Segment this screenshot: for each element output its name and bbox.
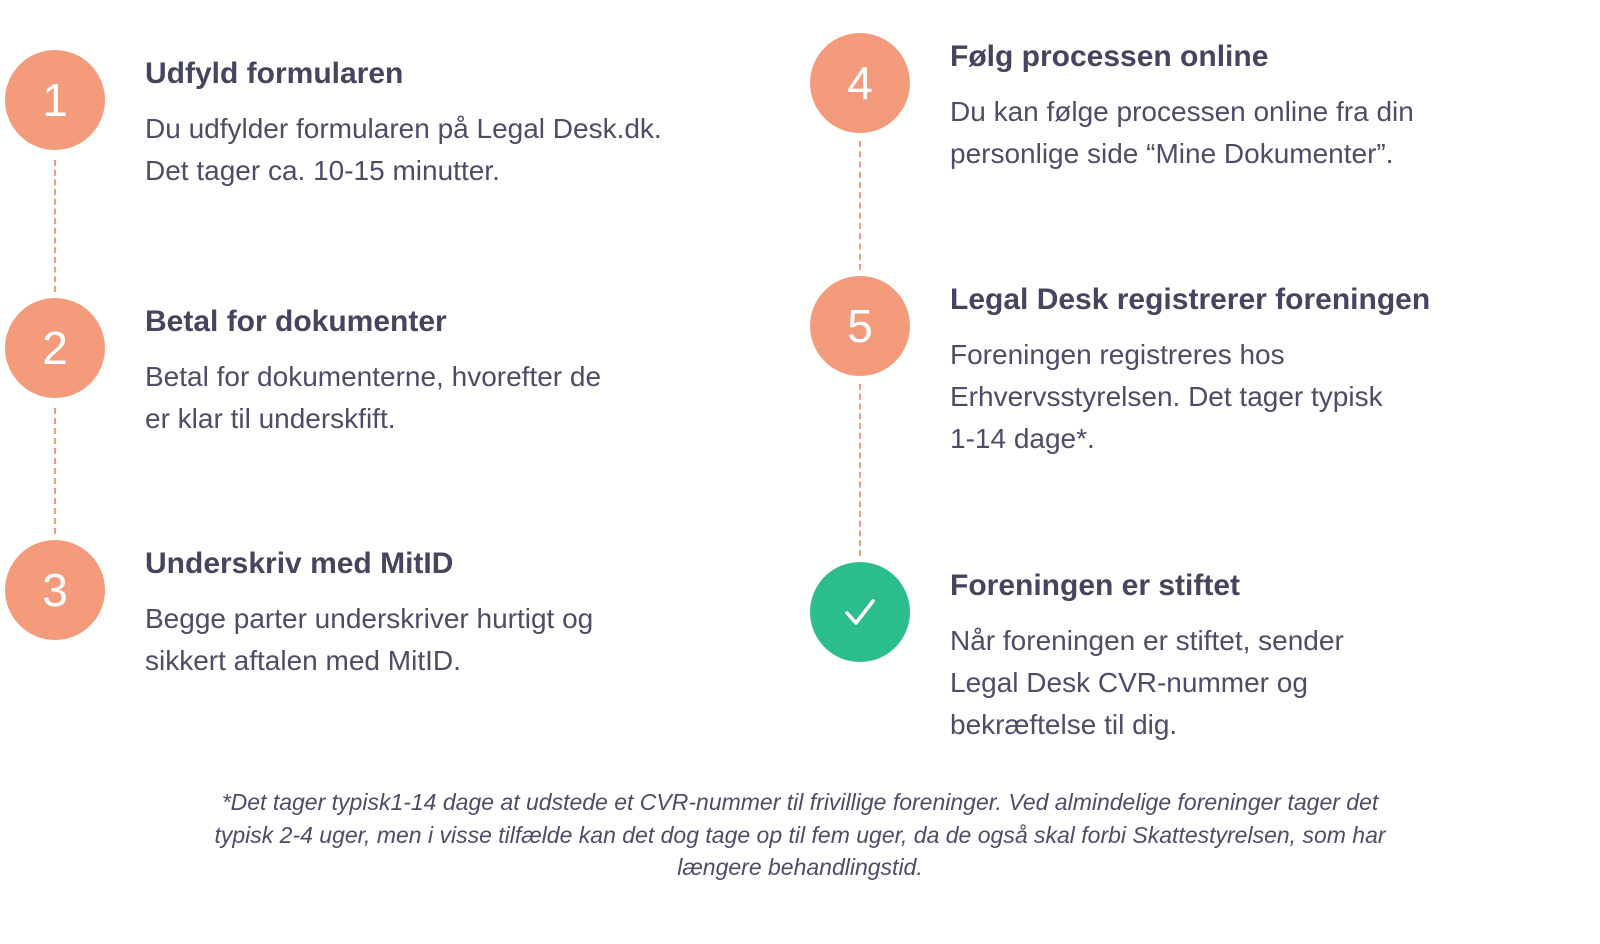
step-number: 1 <box>42 74 68 126</box>
footnote: *Det tager typisk1-14 dage at udstede et… <box>214 789 1386 881</box>
step-1-text: Udfyld formularen Du udfylder formularen… <box>145 50 662 192</box>
step-body: Du kan følge processen online fra din pe… <box>950 96 1414 169</box>
step-4-badge: 4 <box>810 33 910 133</box>
step-title: Udfyld formularen <box>145 57 404 90</box>
step-number: 5 <box>847 300 873 352</box>
step-body: Du udfylder formularen på Legal Desk.dk.… <box>145 113 662 186</box>
step-done-badge <box>810 562 910 662</box>
step-1-badge: 1 <box>5 50 105 150</box>
step-title: Betal for dokumenter <box>145 305 447 338</box>
step-2-badge: 2 <box>5 298 105 398</box>
step-done-text: Foreningen er stiftet Når foreningen er … <box>950 562 1344 746</box>
step-2-text: Betal for dokumenter Betal for dokumente… <box>145 298 601 440</box>
step-number: 4 <box>847 57 873 109</box>
step-body: Foreningen registreres hos Erhvervsstyre… <box>950 339 1383 454</box>
step-body: Begge parter underskriver hurtigt og sik… <box>145 603 594 676</box>
step-3-text: Underskriv med MitID Begge parter unders… <box>145 540 593 682</box>
step-4: 4 Følg processen online Du kan følge pro… <box>810 33 1580 175</box>
connector-line <box>54 160 56 292</box>
step-3-badge: 3 <box>5 540 105 640</box>
step-body: Betal for dokumenterne, hvorefter de er … <box>145 361 602 434</box>
step-5: 5 Legal Desk registrerer foreningen Fore… <box>810 276 1580 460</box>
check-icon <box>834 586 886 638</box>
step-3: 3 Underskriv med MitID Begge parter unde… <box>5 540 765 682</box>
connector-line <box>54 408 56 534</box>
step-done: Foreningen er stiftet Når foreningen er … <box>810 562 1580 746</box>
step-4-text: Følg processen online Du kan følge proce… <box>950 33 1414 175</box>
step-title: Følg processen online <box>950 40 1269 73</box>
step-number: 2 <box>42 322 68 374</box>
connector-line <box>859 384 861 556</box>
step-title: Underskriv med MitID <box>145 547 454 580</box>
step-5-badge: 5 <box>810 276 910 376</box>
step-2: 2 Betal for dokumenter Betal for dokumen… <box>5 298 765 440</box>
step-5-text: Legal Desk registrerer foreningen Foreni… <box>950 276 1430 460</box>
step-1: 1 Udfyld formularen Du udfylder formular… <box>5 50 765 192</box>
step-number: 3 <box>42 564 68 616</box>
step-title: Foreningen er stiftet <box>950 569 1241 602</box>
step-title: Legal Desk registrerer foreningen <box>950 283 1431 316</box>
step-body: Når foreningen er stiftet, sender Legal … <box>950 625 1344 740</box>
connector-line <box>859 141 861 270</box>
